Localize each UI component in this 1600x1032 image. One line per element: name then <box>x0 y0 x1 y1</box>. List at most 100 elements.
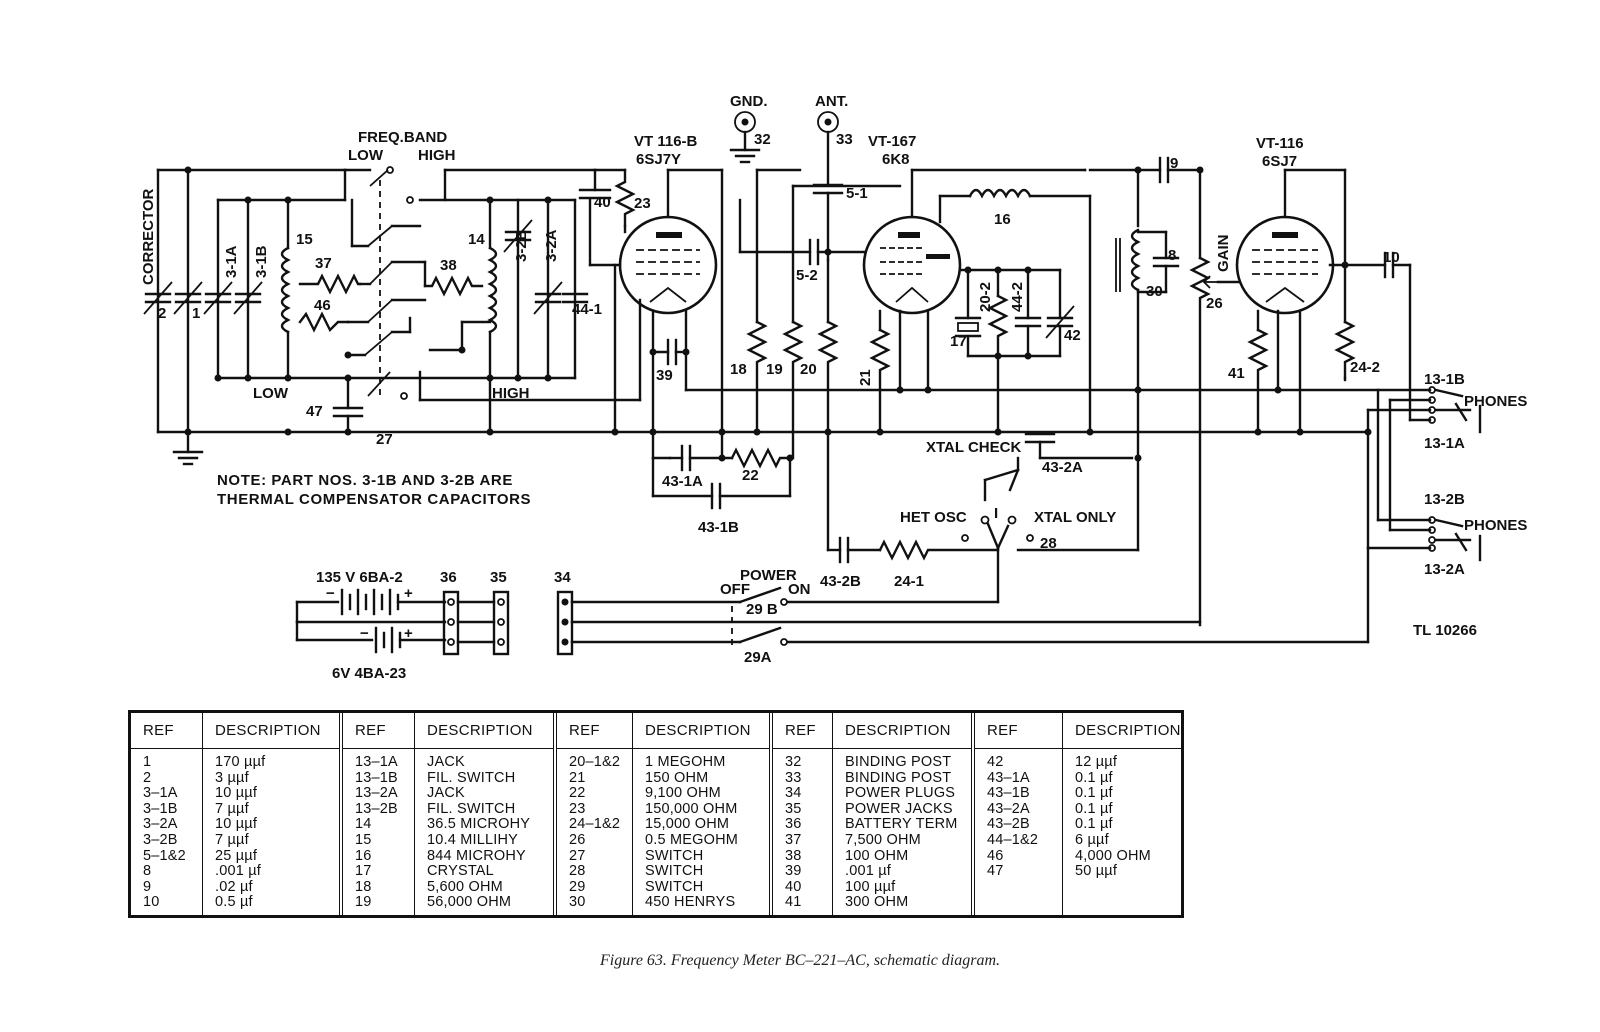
table-desc-cell: SWITCH <box>645 863 704 880</box>
phones-jack-2[interactable] <box>1366 388 1482 562</box>
power-jacks-35[interactable] <box>492 590 510 656</box>
table-ref-cell: 3–1B <box>143 800 178 817</box>
ref-c3-2a: 3-2A <box>543 229 560 262</box>
resistor-20 <box>817 320 839 552</box>
table-ref-cell: 13–2A <box>355 785 398 802</box>
ref-c1: 1 <box>192 305 200 322</box>
table-desc-header: DESCRIPTION <box>633 713 769 749</box>
table-desc-cell: .02 µf <box>215 878 253 895</box>
tuning-section <box>143 166 1370 466</box>
batt-135-plus: + <box>404 585 413 602</box>
tube3-type: 6SJ7 <box>1262 153 1297 170</box>
ref-r20: 20 <box>800 361 817 378</box>
table-ref-cell: 43–2B <box>987 816 1030 833</box>
resistor-37 <box>298 273 362 295</box>
table-desc-cell: 0.1 µf <box>1075 785 1113 802</box>
capacitor-3-1b <box>233 281 263 315</box>
table-desc-header: DESCRIPTION <box>1063 713 1181 749</box>
tube2-name: VT-167 <box>868 133 916 150</box>
table-ref-cell: 13–2B <box>355 800 398 817</box>
tube1-name: VT 116-B <box>634 133 698 150</box>
table-ref-cell: 10 <box>143 894 160 911</box>
table-desc-cell: 36.5 MICROHY <box>427 816 531 833</box>
ref-j13-1a: 13-1A <box>1424 435 1465 452</box>
table-ref-cell: 8 <box>143 863 152 880</box>
ref-c5-2: 5-2 <box>796 267 818 284</box>
resistor-24-1 <box>878 539 1000 561</box>
table-desc-cell: 844 MICROHY <box>427 847 526 864</box>
table-desc-cell: 4,000 OHM <box>1075 847 1151 864</box>
table-ref-cell: 3–1A <box>143 785 178 802</box>
table-desc-cell: BATTERY TERM <box>845 816 958 833</box>
table-desc-cell: 25 µµf <box>215 847 258 864</box>
table-desc-cell: BINDING POST <box>845 754 952 770</box>
power-switch-29[interactable] <box>731 586 1370 650</box>
inductor-15 <box>280 246 291 334</box>
ref-c43-2b: 43-2B <box>820 573 861 590</box>
label-phones-2: PHONES <box>1464 517 1527 534</box>
table-desc-cell: 7,500 OHM <box>845 831 921 848</box>
ref-r18: 18 <box>730 361 747 378</box>
ref-c5-1: 5-1 <box>846 185 868 202</box>
table-desc-cell: 0.5 MEGOHM <box>645 831 739 848</box>
batt-135-minus: − <box>326 585 335 602</box>
ref-t34: 34 <box>554 569 571 586</box>
tube2-type: 6K8 <box>882 151 910 168</box>
ref-t35: 35 <box>490 569 507 586</box>
binding-post-ant[interactable] <box>817 111 839 187</box>
table-ref-cell: 14 <box>355 816 372 833</box>
label-gain: GAIN <box>1215 235 1232 273</box>
table-ref-cell: 13–1B <box>355 769 398 786</box>
ref-c3-1b: 3-1B <box>253 245 270 278</box>
table-desc-cell: CRYSTAL <box>427 863 494 880</box>
label-corrector: CORRECTOR <box>140 188 157 285</box>
table-desc-cell: 7 µµf <box>215 800 249 817</box>
ref-c47: 47 <box>306 403 323 420</box>
table-ref-cell: 38 <box>785 847 802 864</box>
table-ref-cell: 32 <box>785 754 802 770</box>
resistor-46 <box>298 311 350 333</box>
ref-l30: 30 <box>1146 283 1163 300</box>
table-ref-cell: 19 <box>355 894 372 911</box>
tube-vt116 <box>1235 168 1387 434</box>
table-desc-cell: JACK <box>427 785 465 802</box>
batt-6-plus: + <box>404 625 413 642</box>
table-desc-cell: 170 µµf <box>215 754 266 770</box>
ref-sw28: 28 <box>1040 535 1057 552</box>
ref-r20-2: 20-2 <box>977 282 994 312</box>
potentiometer-26[interactable] <box>1189 256 1211 627</box>
label-low-bottom: LOW <box>253 385 289 402</box>
table-ref-cell: 27 <box>569 847 586 864</box>
resistor-19 <box>782 320 804 460</box>
table-ref-cell: 43–2A <box>987 800 1030 817</box>
table-desc-cell: 12 µµf <box>1075 754 1118 770</box>
binding-post-gnd[interactable] <box>729 111 761 164</box>
resistor-24-2 <box>1334 320 1356 380</box>
power-plugs-34[interactable] <box>556 590 574 656</box>
table-desc-cell: 1 MEGOHM <box>645 754 726 770</box>
ref-j13-2a: 13-2A <box>1424 561 1465 578</box>
ref-r46: 46 <box>314 297 331 314</box>
table-desc-cell: 0.1 µf <box>1075 816 1113 833</box>
ref-r24-1: 24-1 <box>894 573 924 590</box>
capacitor-2 <box>143 281 173 315</box>
table-desc-header: DESCRIPTION <box>203 713 339 749</box>
ref-r22: 22 <box>742 467 759 484</box>
capacitor-3-1a <box>203 281 233 315</box>
table-desc-header: DESCRIPTION <box>415 713 553 749</box>
ref-r23: 23 <box>634 195 651 212</box>
table-desc-cell: SWITCH <box>645 878 704 895</box>
capacitor-3-2a <box>533 281 563 315</box>
table-desc-cell: 0.1 µf <box>1075 800 1113 817</box>
label-het-osc: HET OSC <box>900 509 967 526</box>
table-desc-header: DESCRIPTION <box>833 713 971 749</box>
